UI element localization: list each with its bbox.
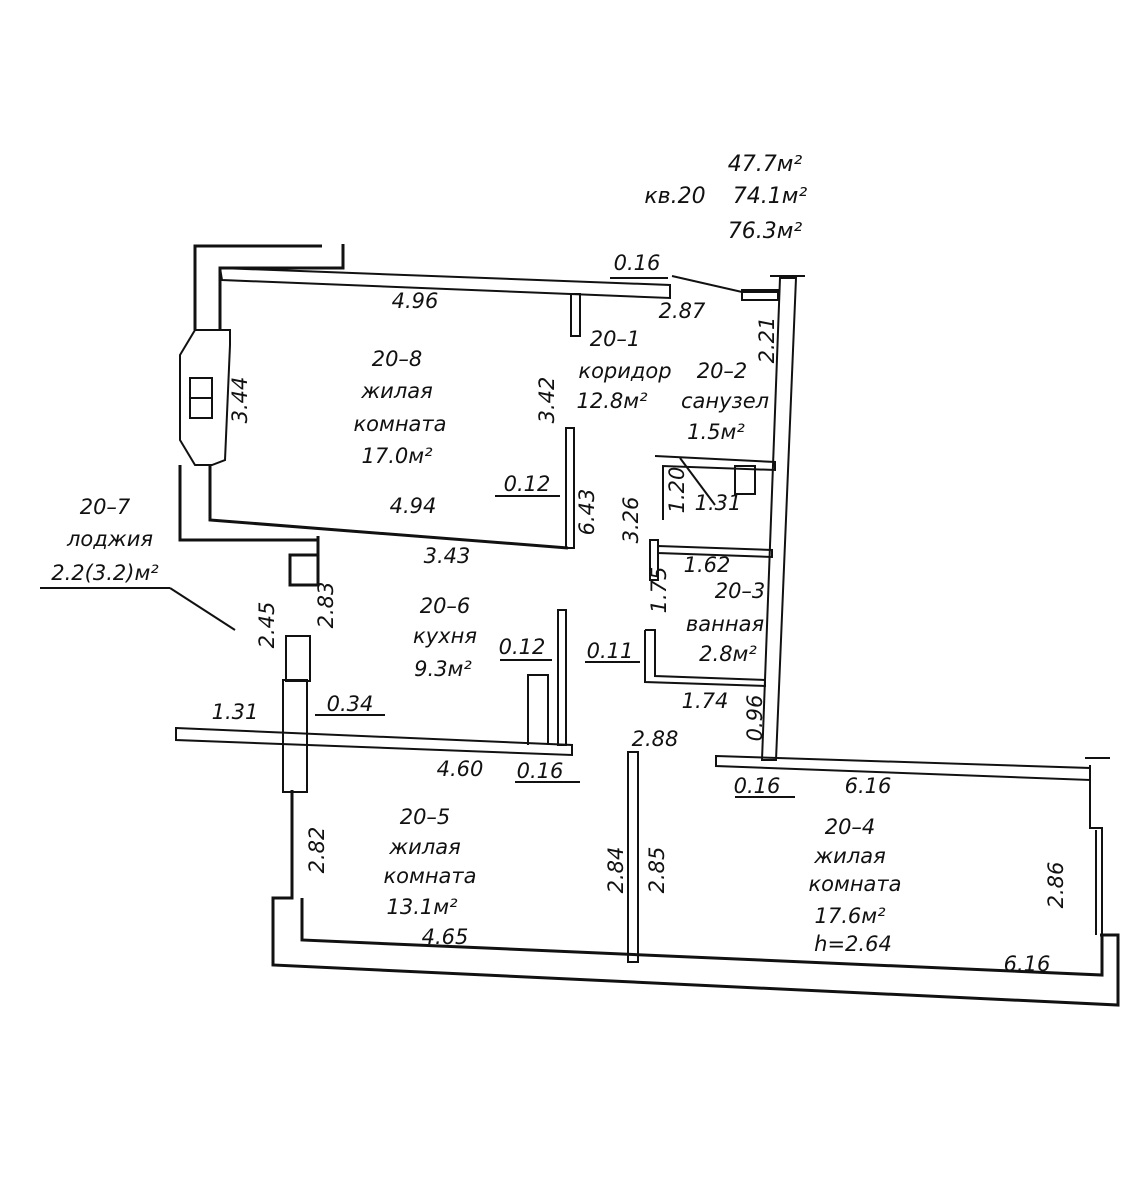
room-name: лоджия [66, 527, 153, 551]
room-name: жилая [813, 844, 886, 868]
room-id: 20–5 [400, 805, 451, 829]
room-id: 20–1 [590, 327, 641, 351]
dimension: 2.83 [314, 582, 338, 629]
dimension: 0.96 [743, 695, 767, 742]
dimension: 2.45 [255, 602, 279, 649]
dimension: 1.20 [665, 467, 689, 514]
kitchen-stove [527, 674, 549, 745]
dimension: 0.11 [587, 639, 634, 663]
wall-bath [644, 629, 766, 688]
dimension: 1.31 [695, 491, 742, 515]
wall-stub-2 [741, 289, 779, 301]
dimension: 0.16 [734, 774, 781, 798]
room-id: 20–2 [697, 359, 748, 383]
leader [169, 587, 236, 631]
dimension: 0.12 [499, 635, 546, 659]
total-with-loggia: 76.3м² [728, 219, 803, 244]
dimension: 4.96 [392, 289, 439, 313]
bay-window [179, 329, 231, 466]
room-id: 20–8 [372, 347, 423, 371]
dimension: 1.75 [647, 567, 671, 614]
dimension: 1.62 [684, 553, 731, 577]
room-name: ванная [686, 612, 764, 636]
partition-20-5-20-4 [627, 751, 639, 963]
room-id: 20–4 [825, 815, 876, 839]
wall-outer-top-left [193, 244, 322, 330]
partition-20-8 [565, 427, 575, 549]
dimension: 3.42 [535, 377, 559, 424]
wall-kitchen-left [288, 536, 320, 587]
wall-bath-top [657, 544, 773, 559]
dimension: 2.85 [645, 847, 669, 894]
dimension: 1.74 [682, 689, 729, 713]
room-name: жилая [388, 835, 461, 859]
room-area: 1.5м² [687, 420, 745, 444]
room-name: коридор [578, 359, 671, 383]
room-area: 9.3м² [414, 657, 472, 681]
dimension: 2.21 [755, 317, 779, 364]
wall-20-8-bottom [208, 465, 569, 550]
partition-kitchen [557, 609, 567, 746]
room-id: 20–7 [80, 495, 131, 519]
room-name: комната [353, 412, 446, 436]
room-area: 2.2(3.2)м² [51, 561, 159, 585]
dimension: 4.60 [437, 757, 484, 781]
wall-20-4-right [1089, 765, 1103, 935]
fixture [734, 465, 756, 495]
room-area: 2.8м² [699, 642, 757, 666]
wall-kitchen-bottom [175, 726, 573, 757]
dimension: 2.87 [659, 299, 706, 323]
room-area: 17.0м² [361, 444, 433, 468]
dimension: 6.16 [1004, 952, 1051, 976]
room-name: жилая [360, 379, 433, 403]
leader [679, 457, 716, 506]
wall-stub [570, 293, 581, 337]
room-id: 20–6 [420, 594, 471, 618]
wall-20-8-top [218, 266, 671, 300]
dimension: 2.84 [604, 847, 628, 894]
dimension: 4.94 [390, 494, 437, 518]
balcony-door [285, 635, 311, 682]
dimension: 2.82 [305, 827, 329, 874]
dimension: 0.12 [504, 472, 551, 496]
room-name: комната [383, 864, 476, 888]
room-area: 17.6м² [814, 904, 886, 928]
leaders [40, 277, 795, 798]
room-name: санузел [681, 389, 769, 413]
room-name: комната [808, 872, 901, 896]
dimension: 6.16 [845, 774, 892, 798]
room-id: 20–3 [715, 579, 766, 603]
dimension: 0.16 [614, 251, 661, 275]
dimension: 0.16 [517, 759, 564, 783]
dimension: 2.88 [632, 727, 679, 751]
header-labels: 47.7м² кв.20 74.1м² 76.3м² [644, 152, 807, 244]
total-area: 74.1м² [733, 184, 808, 209]
dimension: 2.86 [1044, 862, 1068, 909]
dimension: 0.34 [327, 692, 374, 716]
room-area: 13.1м² [386, 895, 458, 919]
wall-inner-bottom [300, 898, 1104, 977]
wall-inner-top-left [218, 244, 345, 330]
dimension: 3.43 [424, 544, 471, 568]
dimension-labels: 0.16 2.87 4.96 2.21 3.44 3.42 0.12 6.43 … [212, 251, 1068, 976]
apartment-number: кв.20 [644, 184, 705, 209]
room-name: кухня [413, 624, 477, 648]
dimension: 3.44 [228, 377, 252, 424]
walls [175, 244, 1120, 1007]
dimension: 1.31 [212, 700, 259, 724]
living-area: 47.7м² [728, 152, 803, 177]
wall-right [760, 277, 798, 761]
dimension: 6.43 [575, 489, 599, 536]
wall-loggia-top [178, 465, 318, 542]
wall-column [282, 679, 308, 793]
room-area: 12.8м² [576, 389, 648, 413]
ceiling-height: h=2.64 [814, 932, 892, 956]
wall-sanuzel [654, 455, 776, 520]
partition-stub [649, 539, 659, 581]
dimension: 4.65 [422, 925, 469, 949]
dimension: 3.26 [619, 497, 643, 544]
room-labels: 20–1 коридор 12.8м² 20–2 санузел 1.5м² 2… [51, 327, 901, 956]
